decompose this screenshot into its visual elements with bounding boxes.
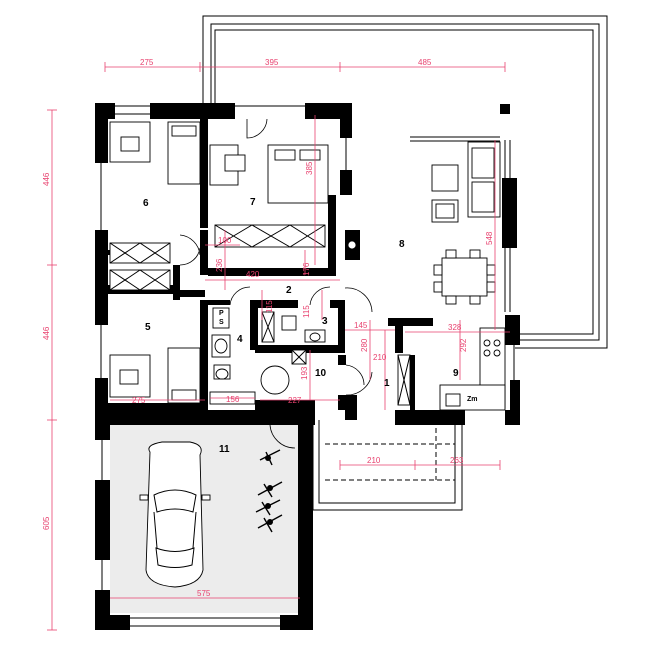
room-label-5: 5	[145, 322, 151, 333]
room-label-7: 7	[250, 197, 256, 208]
dim-top-3: 485	[418, 58, 432, 67]
dim-575: 575	[197, 589, 211, 598]
dim-top-2: 395	[265, 58, 279, 67]
dim-328: 328	[448, 323, 462, 332]
dim-left-3: 605	[42, 516, 51, 530]
room-label-4: 4	[237, 334, 243, 345]
bicycles	[255, 449, 283, 533]
room-label-8: 8	[399, 239, 405, 250]
terrace-outline	[202, 15, 608, 349]
exterior-walls	[95, 103, 520, 630]
dimension-lines	[47, 62, 510, 631]
dimension-labels: 275 395 485 446 446 605 385 548 100 236 …	[42, 58, 494, 598]
dim-210-a: 210	[373, 353, 387, 362]
dim-275: 275	[132, 396, 146, 405]
fixture-labels: P S Zm	[219, 310, 478, 403]
room-label-9: 9	[453, 368, 459, 379]
doors	[179, 118, 373, 449]
room-label-1: 1	[384, 378, 390, 389]
room-label-6: 6	[143, 198, 149, 209]
room-label-11: 11	[219, 444, 230, 455]
dim-263: 263	[450, 456, 464, 465]
room-label-2: 2	[286, 285, 292, 296]
dim-left-2: 446	[42, 326, 51, 340]
dim-156: 156	[226, 395, 240, 404]
room-labels: 6 7 8 2 3 4 5 10 1 9 11	[143, 197, 459, 455]
dim-280: 280	[360, 338, 369, 352]
dim-236: 236	[215, 258, 224, 272]
dim-145: 145	[354, 321, 368, 330]
fixture-label-s: S	[219, 319, 224, 326]
room-label-3: 3	[322, 316, 328, 327]
fixture-label-p: P	[219, 310, 224, 317]
dim-115-b: 115	[302, 305, 311, 318]
room-label-10: 10	[315, 368, 327, 379]
fixture-label-fridge: Zm	[467, 396, 478, 403]
dim-227: 227	[288, 396, 302, 405]
dim-548: 548	[485, 231, 494, 245]
dim-176: 176	[302, 262, 311, 276]
dim-385: 385	[305, 161, 314, 175]
dim-210-b: 210	[367, 456, 381, 465]
dim-top-1: 275	[140, 58, 154, 67]
dim-100: 100	[218, 236, 232, 245]
dim-292: 292	[459, 338, 468, 352]
dim-left-1: 446	[42, 172, 51, 186]
dim-193: 193	[300, 366, 309, 380]
car	[139, 441, 211, 588]
dim-115-a: 115	[265, 300, 274, 313]
dim-420: 420	[246, 270, 260, 279]
